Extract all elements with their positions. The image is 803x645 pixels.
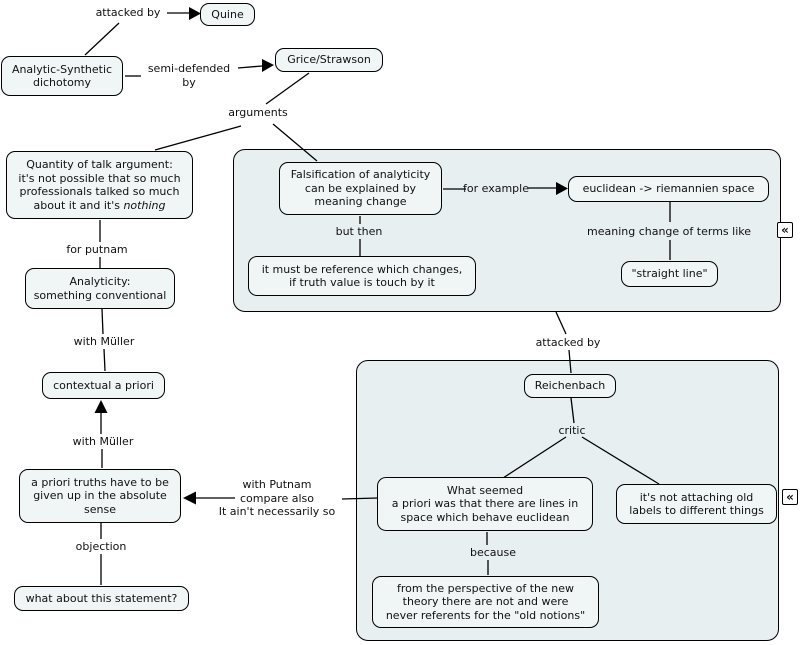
- node-reference-changes-label: it must be reference which changes, if t…: [261, 262, 463, 290]
- edge-analytic-to-attackedby: [84, 22, 120, 56]
- node-what-about-statement[interactable]: what about this statement?: [14, 586, 189, 611]
- node-euclidean-label: euclidean -> riemannien space: [582, 182, 755, 196]
- edge-critic-to-whatseemed: [502, 436, 567, 479]
- node-analytic-synthetic-label: Analytic-Synthetic dichotomy: [11, 62, 113, 90]
- edge-reichenbach-to-critic: [570, 397, 575, 424]
- arrowhead-to-apriori: [183, 491, 196, 505]
- node-perspective-new-theory[interactable]: from the perspective of the new theory t…: [372, 576, 599, 628]
- edge-label-objection[interactable]: objection: [75, 540, 127, 553]
- collapse-icon[interactable]: «: [777, 222, 793, 238]
- edge-label-for-example[interactable]: for example: [463, 182, 529, 195]
- node-reichenbach[interactable]: Reichenbach: [524, 374, 616, 398]
- node-falsification-label: Falsification of analyticity can be expl…: [290, 168, 431, 209]
- arrowhead-to-quine: [189, 7, 201, 20]
- edge-label-meaning-change-terms[interactable]: meaning change of terms like: [587, 225, 751, 238]
- node-not-attaching-labels[interactable]: it's not attaching old labels to differe…: [616, 484, 777, 524]
- edge-label-for-putnam[interactable]: for putnam: [66, 243, 128, 256]
- edge-panel1-to-attackedby2: [555, 311, 567, 335]
- edge-grice-to-arguments: [265, 72, 310, 105]
- edge-label-with-muller-2[interactable]: with Müller: [72, 435, 134, 448]
- node-what-about-label: what about this statement?: [25, 591, 178, 605]
- node-what-seemed-a-priori[interactable]: What seemed a priori was that there are …: [377, 477, 593, 531]
- node-analyticity-conventional[interactable]: Analyticity: something conventional: [25, 268, 175, 309]
- edge-label-semi-defended-by[interactable]: semi-defended by: [147, 62, 231, 89]
- node-a-priori-truths-label: a priori truths have to be given up in t…: [31, 475, 169, 516]
- node-straight-line-label: "straight line": [631, 267, 708, 281]
- collapse-icon[interactable]: «: [782, 489, 798, 505]
- node-falsification[interactable]: Falsification of analyticity can be expl…: [279, 162, 442, 215]
- node-quine[interactable]: Quine: [200, 3, 255, 26]
- edge-withmuller1-to-contextual: [103, 348, 106, 372]
- node-grice-strawson-label: Grice/Strawson: [287, 53, 371, 67]
- node-perspective-label: from the perspective of the new theory t…: [385, 581, 586, 622]
- node-quantity-of-talk-label: Quantity of talk argument: it's not poss…: [18, 158, 181, 212]
- node-a-priori-truths[interactable]: a priori truths have to be given up in t…: [19, 469, 181, 523]
- arrowhead-to-contextual: [94, 400, 108, 413]
- arrowhead-to-grice: [262, 59, 274, 72]
- edge-label-because[interactable]: because: [469, 546, 516, 559]
- node-analytic-synthetic-dichotomy[interactable]: Analytic-Synthetic dichotomy: [1, 56, 123, 96]
- node-not-attaching-label: it's not attaching old labels to differe…: [629, 490, 764, 518]
- edge-withputnam-to-whatseemed: [341, 497, 379, 500]
- node-contextual-a-priori[interactable]: contextual a priori: [42, 372, 165, 399]
- edge-analyticity-to-withmuller1: [101, 308, 104, 335]
- edge-label-attacked-by-2[interactable]: attacked by: [535, 336, 601, 349]
- edge-arguments-to-quantity: [154, 125, 242, 151]
- node-analyticity-label: Analyticity: something conventional: [33, 275, 167, 302]
- edge-critic-to-notattaching: [581, 436, 660, 485]
- node-contextual-label: contextual a priori: [53, 378, 154, 392]
- edge-attackedby2-to-reichenbach: [568, 349, 572, 374]
- node-straight-line[interactable]: "straight line": [621, 261, 718, 287]
- node-reference-changes[interactable]: it must be reference which changes, if t…: [248, 256, 476, 296]
- edge-label-critic[interactable]: critic: [558, 424, 586, 437]
- edge-label-but-then[interactable]: but then: [335, 225, 383, 238]
- edge-semidefended-to-grice: [237, 65, 263, 69]
- edge-label-with-muller-1[interactable]: with Müller: [73, 335, 135, 348]
- node-quantity-of-talk[interactable]: Quantity of talk argument: it's not poss…: [6, 151, 193, 219]
- edge-arguments-to-falsification: [272, 123, 318, 162]
- node-grice-strawson[interactable]: Grice/Strawson: [275, 48, 383, 72]
- arrowhead-to-euclidean: [556, 182, 568, 195]
- node-euclidean-riemannien[interactable]: euclidean -> riemannien space: [568, 176, 769, 202]
- edge-label-attacked-by-top[interactable]: attacked by: [95, 6, 161, 19]
- node-reichenbach-label: Reichenbach: [534, 379, 606, 393]
- node-what-seemed-label: What seemed a priori was that there are …: [391, 483, 579, 524]
- edge-label-with-putnam[interactable]: with Putnam compare also It ain't necess…: [218, 478, 336, 518]
- edge-label-arguments[interactable]: arguments: [228, 106, 288, 119]
- node-quine-label: Quine: [211, 7, 244, 21]
